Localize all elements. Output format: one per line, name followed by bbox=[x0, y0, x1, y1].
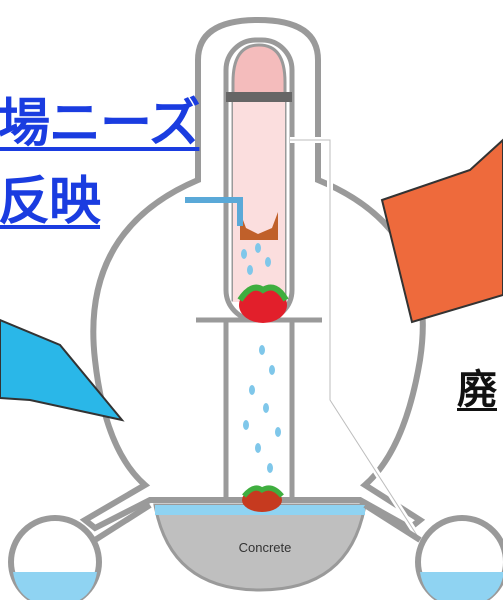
label-left-line2: 反映 bbox=[0, 172, 101, 232]
debris-crust bbox=[237, 284, 289, 302]
concrete-label: Concrete bbox=[238, 540, 292, 555]
water-injection-pipe bbox=[185, 197, 243, 226]
instrument-tube-edge bbox=[290, 139, 421, 541]
fallen-debris-icon bbox=[242, 488, 282, 512]
right-label: 廃 bbox=[457, 366, 497, 414]
needs-reflection-label: 場ニーズ 反映 bbox=[0, 84, 200, 240]
callout-arrow-icon bbox=[380, 138, 503, 324]
label-left-line1: 場ニーズ bbox=[0, 94, 200, 154]
label-right-text: 廃 bbox=[457, 367, 497, 413]
vent-pipe-left bbox=[93, 502, 152, 543]
core-debris-icon bbox=[239, 287, 287, 323]
fallen-debris-crust bbox=[242, 485, 284, 498]
callout-arrow-icon bbox=[0, 318, 125, 422]
vessel-flange bbox=[226, 92, 292, 102]
pool-water-left bbox=[13, 572, 97, 600]
concrete-basin bbox=[153, 503, 367, 592]
pool-water-right bbox=[420, 572, 503, 600]
water-drop-icon bbox=[241, 243, 281, 473]
core-support-remnant bbox=[240, 212, 278, 240]
vent-pipe-right bbox=[363, 502, 422, 543]
